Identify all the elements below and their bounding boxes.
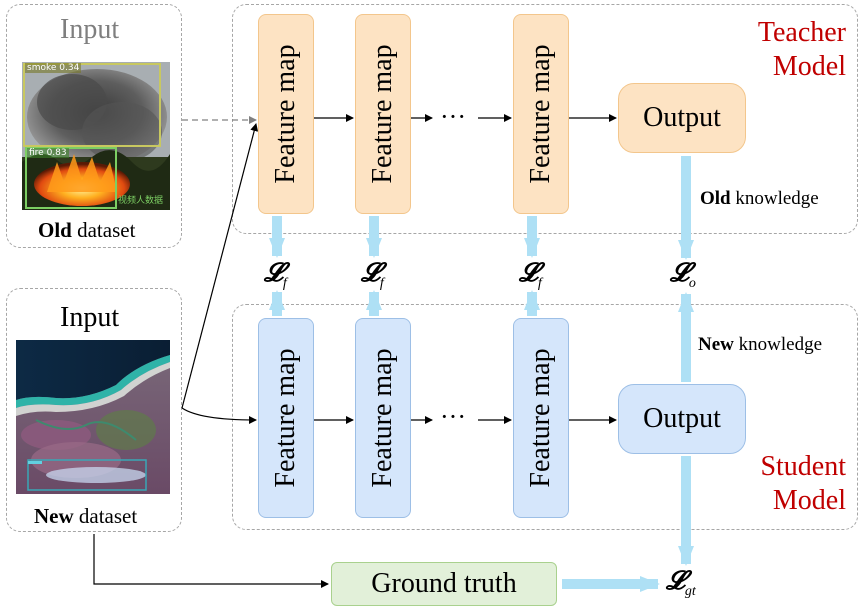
teacher-feature-map-3: Feature map xyxy=(513,14,569,214)
teacher-output: Output xyxy=(618,83,746,153)
new-input-title: Input xyxy=(60,302,120,333)
new-dataset-caption: New dataset xyxy=(34,504,138,528)
teacher-feature-map-2: Feature map xyxy=(355,14,411,214)
new-dataset-image xyxy=(16,340,170,494)
student-output: Output xyxy=(618,384,746,454)
old-dataset-image: smoke 0.34 fire 0.83 视频人数据 xyxy=(22,62,170,210)
student-ellipsis: ··· xyxy=(440,402,466,431)
image-watermark: 视频人数据 xyxy=(118,196,164,206)
feature-loss-2: 𝓛f xyxy=(361,258,384,292)
new-knowledge-label: New knowledge xyxy=(698,334,823,355)
student-feature-map-1: Feature map xyxy=(258,318,314,518)
new-input-panel xyxy=(6,288,182,532)
old-dataset-caption: Old dataset xyxy=(38,218,136,242)
teacher-ellipsis: ··· xyxy=(440,102,466,131)
old-input-title: Input xyxy=(60,14,120,45)
old-input-panel xyxy=(6,4,182,248)
ground-truth-loss: 𝓛gt xyxy=(666,566,696,600)
output-loss: 𝓛o xyxy=(670,258,696,292)
ground-truth-box: Ground truth xyxy=(331,562,557,606)
fire-detection-label: fire 0.83 xyxy=(27,148,69,158)
smoke-detection-label: smoke 0.34 xyxy=(25,63,82,73)
old-knowledge-label: Old knowledge xyxy=(700,188,819,209)
teacher-feature-map-1: Feature map xyxy=(258,14,314,214)
student-feature-map-2: Feature map xyxy=(355,318,411,518)
feature-loss-3: 𝓛f xyxy=(519,258,542,292)
student-model-panel xyxy=(232,304,858,530)
teacher-model-panel xyxy=(232,4,858,234)
student-feature-map-3: Feature map xyxy=(513,318,569,518)
feature-loss-1: 𝓛f xyxy=(264,258,287,292)
